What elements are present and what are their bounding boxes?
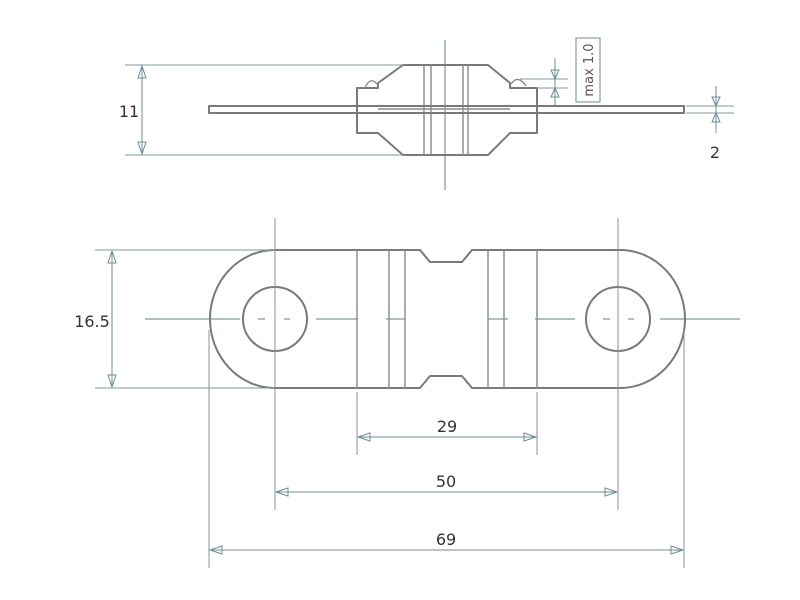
- arrow-icon: [670, 545, 685, 555]
- dimension-label-inner: 29: [437, 417, 457, 436]
- arrow-icon: [523, 432, 538, 442]
- dimension-label-thickness: 2: [710, 143, 720, 162]
- side-view-bump-left: [364, 80, 378, 89]
- side-view-body: [356, 64, 538, 156]
- top-view-body: [209, 249, 686, 389]
- arrow-icon: [274, 487, 289, 497]
- arrow-icon: [356, 432, 371, 442]
- arrow-icon: [604, 487, 619, 497]
- dimension-label-hole-pitch: 50: [436, 472, 456, 491]
- arrow-icon: [137, 141, 147, 156]
- arrow-icon: [107, 374, 117, 389]
- arrow-icon: [711, 111, 721, 123]
- side-view-bump-right: [510, 78, 527, 87]
- arrow-icon: [550, 86, 560, 98]
- tolerance-label: max 1.0: [582, 43, 597, 96]
- dimension-label-height: 11: [119, 102, 139, 121]
- arrow-icon: [208, 545, 223, 555]
- dimension-label-overall: 69: [436, 530, 456, 549]
- top-view: 16.5 29 50 69: [74, 218, 740, 568]
- side-view-strip: [208, 105, 685, 114]
- side-view: 11 max 1.0 2: [119, 37, 734, 190]
- arrow-icon: [137, 64, 147, 79]
- tolerance-box: [575, 37, 601, 103]
- arrow-icon: [550, 69, 560, 81]
- dimension-label-width: 16.5: [74, 312, 110, 331]
- arrow-icon: [711, 96, 721, 108]
- arrow-icon: [107, 249, 117, 264]
